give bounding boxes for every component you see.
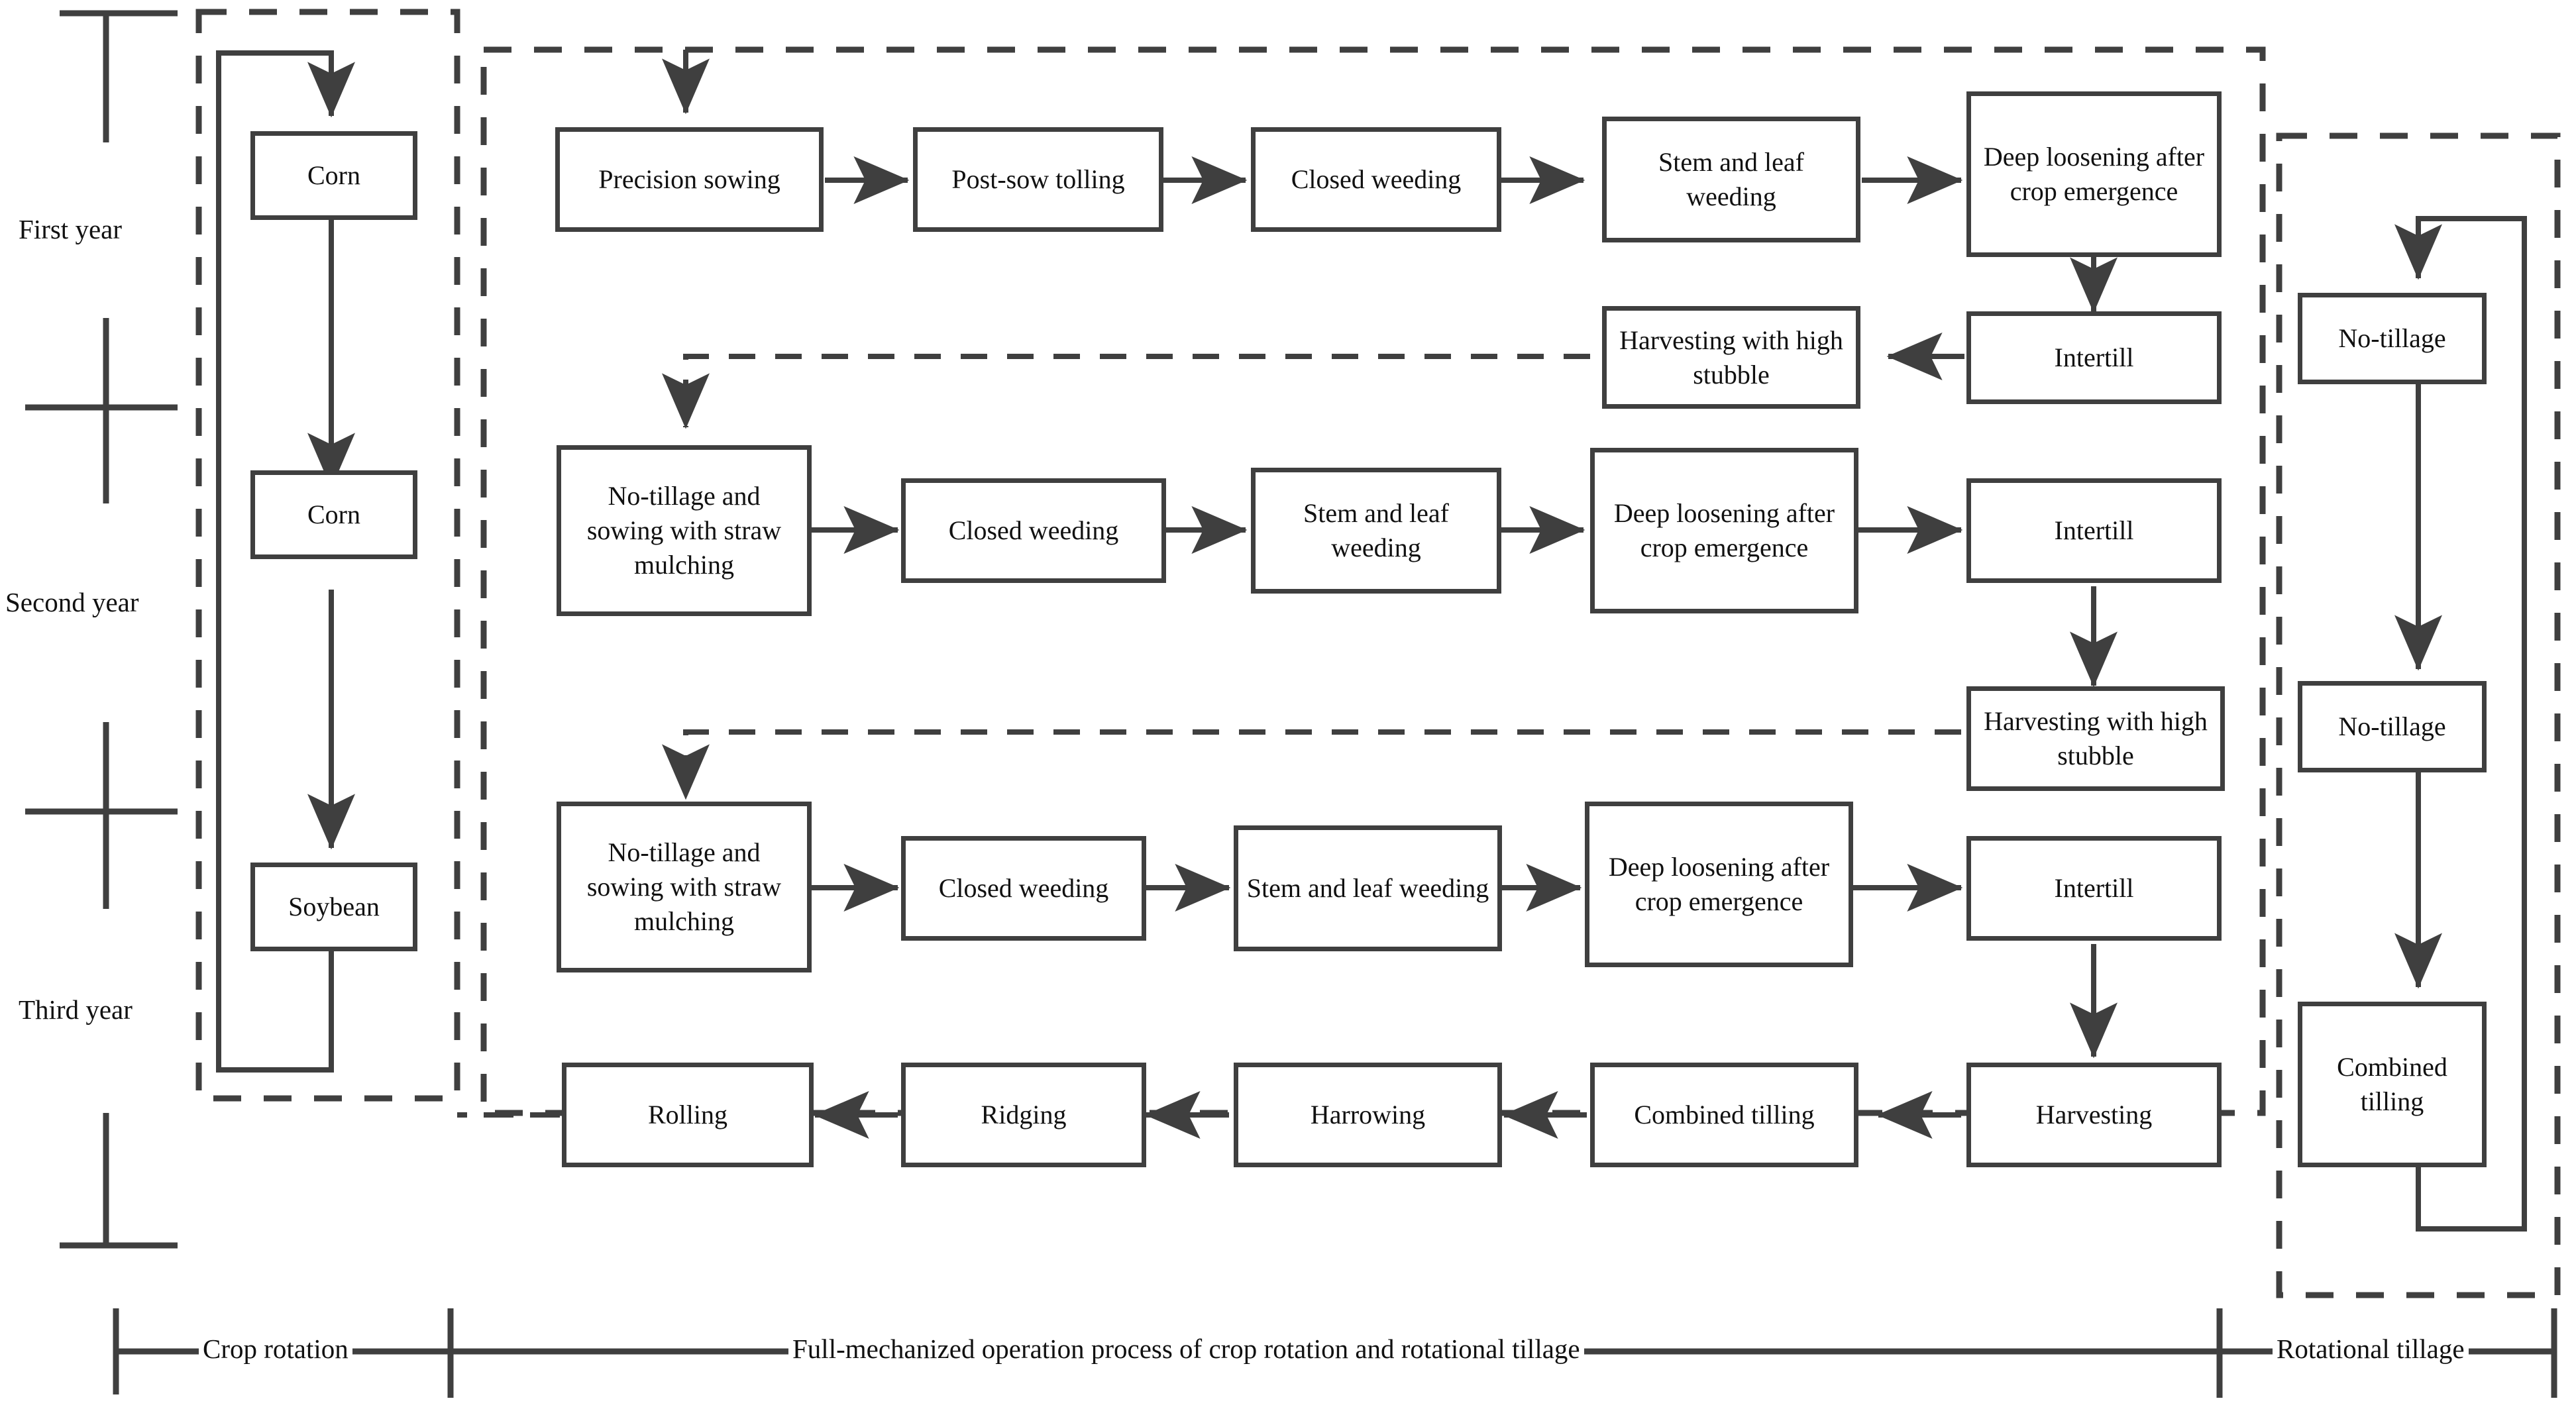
node-harvesting-high-stubble-1[interactable]: Harvesting with high stubble — [1602, 306, 1860, 409]
legend-full-mechanized: Full-mechanized operation process of cro… — [788, 1333, 1584, 1365]
node-deep-loosening-3[interactable]: Deep loosening after crop emergence — [1585, 802, 1853, 967]
node-stem-and-leaf-weeding-2[interactable]: Stem and leaf weeding — [1251, 468, 1501, 594]
node-stem-and-leaf-weeding-1[interactable]: Stem and leaf weeding — [1602, 117, 1860, 242]
node-intertill-2[interactable]: Intertill — [1966, 478, 2222, 583]
year-label-first: First year — [19, 214, 122, 244]
node-no-tillage-sowing-straw-1[interactable]: No-tillage and sowing with straw mulchin… — [557, 445, 812, 616]
node-crop-soybean[interactable]: Soybean — [250, 863, 417, 951]
node-no-tillage-sowing-straw-2[interactable]: No-tillage and sowing with straw mulchin… — [557, 802, 812, 972]
year-label-second: Second year — [5, 587, 139, 617]
year-axis-ticks — [25, 10, 178, 1249]
crop-rotation-dashed-box — [195, 9, 460, 1102]
edge-soybean-to-corn1 — [216, 50, 355, 1073]
node-intertill-3[interactable]: Intertill — [1966, 836, 2222, 941]
node-harvesting-high-stubble-2[interactable]: Harvesting with high stubble — [1966, 686, 2225, 791]
node-deep-loosening-1[interactable]: Deep loosening after crop emergence — [1966, 91, 2222, 257]
node-deep-loosening-2[interactable]: Deep loosening after crop emergence — [1590, 448, 1858, 613]
edge-harvest2-to-notill2 — [662, 729, 1961, 800]
node-rolling[interactable]: Rolling — [562, 1063, 814, 1167]
node-closed-weeding-1[interactable]: Closed weeding — [1251, 127, 1501, 232]
node-precision-sowing[interactable]: Precision sowing — [555, 127, 824, 232]
node-crop-corn-1[interactable]: Corn — [250, 131, 417, 220]
node-till-no-tillage-1[interactable]: No-tillage — [2298, 293, 2487, 384]
node-crop-corn-2[interactable]: Corn — [250, 470, 417, 559]
node-intertill-1[interactable]: Intertill — [1966, 311, 2222, 404]
node-harrowing[interactable]: Harrowing — [1234, 1063, 1502, 1167]
node-ridging[interactable]: Ridging — [901, 1063, 1146, 1167]
node-stem-and-leaf-weeding-3[interactable]: Stem and leaf weeding — [1234, 825, 1502, 951]
node-closed-weeding-3[interactable]: Closed weeding — [901, 836, 1146, 941]
year-label-third: Third year — [19, 994, 133, 1025]
node-till-combined-tilling[interactable]: Combined tilling — [2298, 1002, 2487, 1167]
legend-crop-rotation: Crop rotation — [199, 1333, 352, 1365]
rotational-tillage-dashed-box — [2276, 132, 2561, 1298]
process-dashed-box — [480, 46, 2266, 1116]
node-harvesting[interactable]: Harvesting — [1966, 1063, 2222, 1167]
node-till-no-tillage-2[interactable]: No-tillage — [2298, 681, 2487, 772]
node-closed-weeding-2[interactable]: Closed weeding — [901, 478, 1166, 583]
node-combined-tilling[interactable]: Combined tilling — [1590, 1063, 1858, 1167]
edge-harvest1-to-notill1 — [662, 354, 1590, 429]
legend-rotational-tillage: Rotational tillage — [2273, 1333, 2469, 1365]
node-post-sow-tolling[interactable]: Post-sow tolling — [913, 127, 1163, 232]
edge-combinedtill-to-notill1r — [2394, 216, 2527, 1232]
